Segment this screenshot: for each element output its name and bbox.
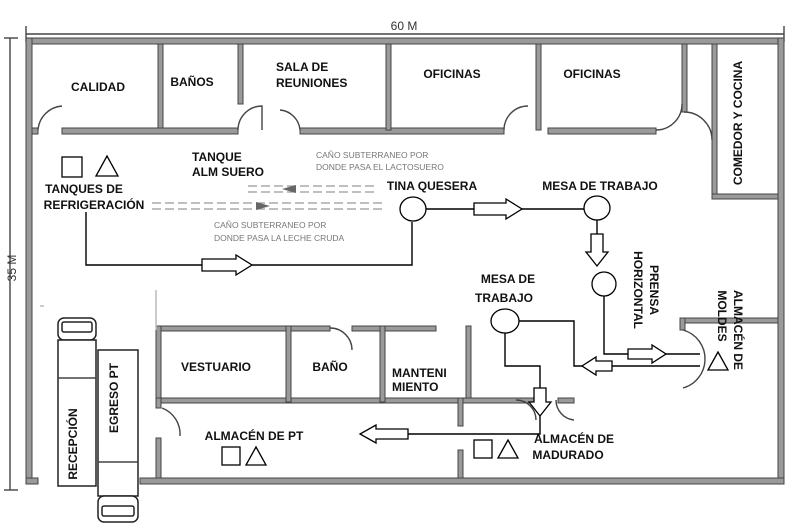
label-mesa-2-line2: TRABAJO xyxy=(475,291,533,305)
madurado-square-icon xyxy=(473,439,493,459)
flow-arrows xyxy=(201,197,668,445)
room-moldes-line1: ALMACÉN DE xyxy=(731,290,746,370)
arrow-down-2 xyxy=(527,387,553,418)
madurado-triangle-icon xyxy=(496,438,520,459)
arrow-right-3 xyxy=(627,343,668,365)
refrigeration-tank-square-icon xyxy=(61,156,83,178)
label-tina-quesera: TINA QUESERA xyxy=(387,179,478,193)
almacen-pt-triangle-icon xyxy=(244,445,268,466)
label-tanques-line2: REFRIGERACIÓN xyxy=(44,197,145,212)
label-mesa-1: MESA DE TRABAJO xyxy=(542,179,658,193)
area-dividers xyxy=(40,290,157,330)
top-room-walls xyxy=(31,43,779,200)
room-moldes-line2: MOLDES xyxy=(715,290,729,341)
truck-egreso: EGRESO PT xyxy=(97,349,139,523)
note-leche-line2: DONDE PASA LA LECHE CRUDA xyxy=(214,233,345,243)
moldes-triangle-icon xyxy=(706,350,730,371)
room-sala-line2: REUNIONES xyxy=(276,76,347,90)
tina-quesera-circle xyxy=(399,196,427,222)
arrow-right-1 xyxy=(201,253,254,277)
width-label: 60 M xyxy=(391,19,418,33)
refrigeration-tank-triangle-icon xyxy=(94,154,120,177)
pipe-leche-cruda xyxy=(152,202,382,210)
label-prensa-line1: PRENSA xyxy=(647,265,661,315)
room-sala-line1: SALA DE xyxy=(276,60,328,74)
vehicle-recepcion-label: RECEPCIÓN xyxy=(65,408,80,479)
truck-recepcion: RECEPCIÓN xyxy=(57,317,97,487)
top-doors xyxy=(37,103,713,141)
height-label: 35 M xyxy=(5,255,19,282)
lower-room-walls xyxy=(155,325,575,479)
label-mesa-2-line1: MESA DE xyxy=(481,272,535,286)
label-tanque-alm-line2: ALM SUERO xyxy=(192,165,264,179)
vehicle-egreso-label: EGRESO PT xyxy=(107,362,121,433)
room-oficinas-2: OFICINAS xyxy=(563,67,620,81)
arrow-left-1 xyxy=(580,355,613,377)
room-madurado-line1: ALMACÉN DE xyxy=(534,431,614,446)
note-lactosuero-line2: DONDE PASA EL LACTOSUERO xyxy=(316,162,444,172)
label-tanque-alm-line1: TANQUE xyxy=(192,150,242,164)
arrow-left-2 xyxy=(358,423,409,445)
room-almacen-pt: ALMACÉN DE PT xyxy=(205,428,304,443)
room-calidad: CALIDAD xyxy=(71,80,125,94)
pipe-lactosuero xyxy=(248,185,378,193)
moldes-walls xyxy=(679,317,779,389)
arrow-down-1 xyxy=(584,233,610,268)
room-manteni-line2: MIENTO xyxy=(392,380,438,394)
note-lactosuero-line1: CAÑO SUBTERRANEO POR xyxy=(316,150,428,160)
label-prensa-line2: HORIZONTAL xyxy=(631,251,645,329)
room-vestuario: VESTUARIO xyxy=(181,360,251,374)
width-dimension: 60 M xyxy=(25,19,785,42)
almacen-pt-square-icon xyxy=(221,446,241,466)
prensa-circle xyxy=(591,271,617,297)
arrow-right-2 xyxy=(473,197,524,221)
room-manteni-line1: MANTENI xyxy=(392,366,447,380)
room-comedor: COMEDOR Y COCINA xyxy=(731,61,745,186)
room-bano: BAÑO xyxy=(312,359,347,374)
mesa-trabajo-2-circle xyxy=(490,308,520,334)
outer-walls xyxy=(25,37,785,485)
label-tanques-line1: TANQUES DE xyxy=(45,182,123,196)
note-leche-line1: CAÑO SUBTERRANEO POR xyxy=(214,220,326,230)
room-banos: BAÑOS xyxy=(170,74,213,89)
room-madurado-line2: MADURADO xyxy=(532,448,603,462)
room-oficinas-1: OFICINAS xyxy=(423,67,480,81)
height-dimension: 35 M xyxy=(4,37,19,491)
mesa-trabajo-1-circle xyxy=(583,195,611,221)
